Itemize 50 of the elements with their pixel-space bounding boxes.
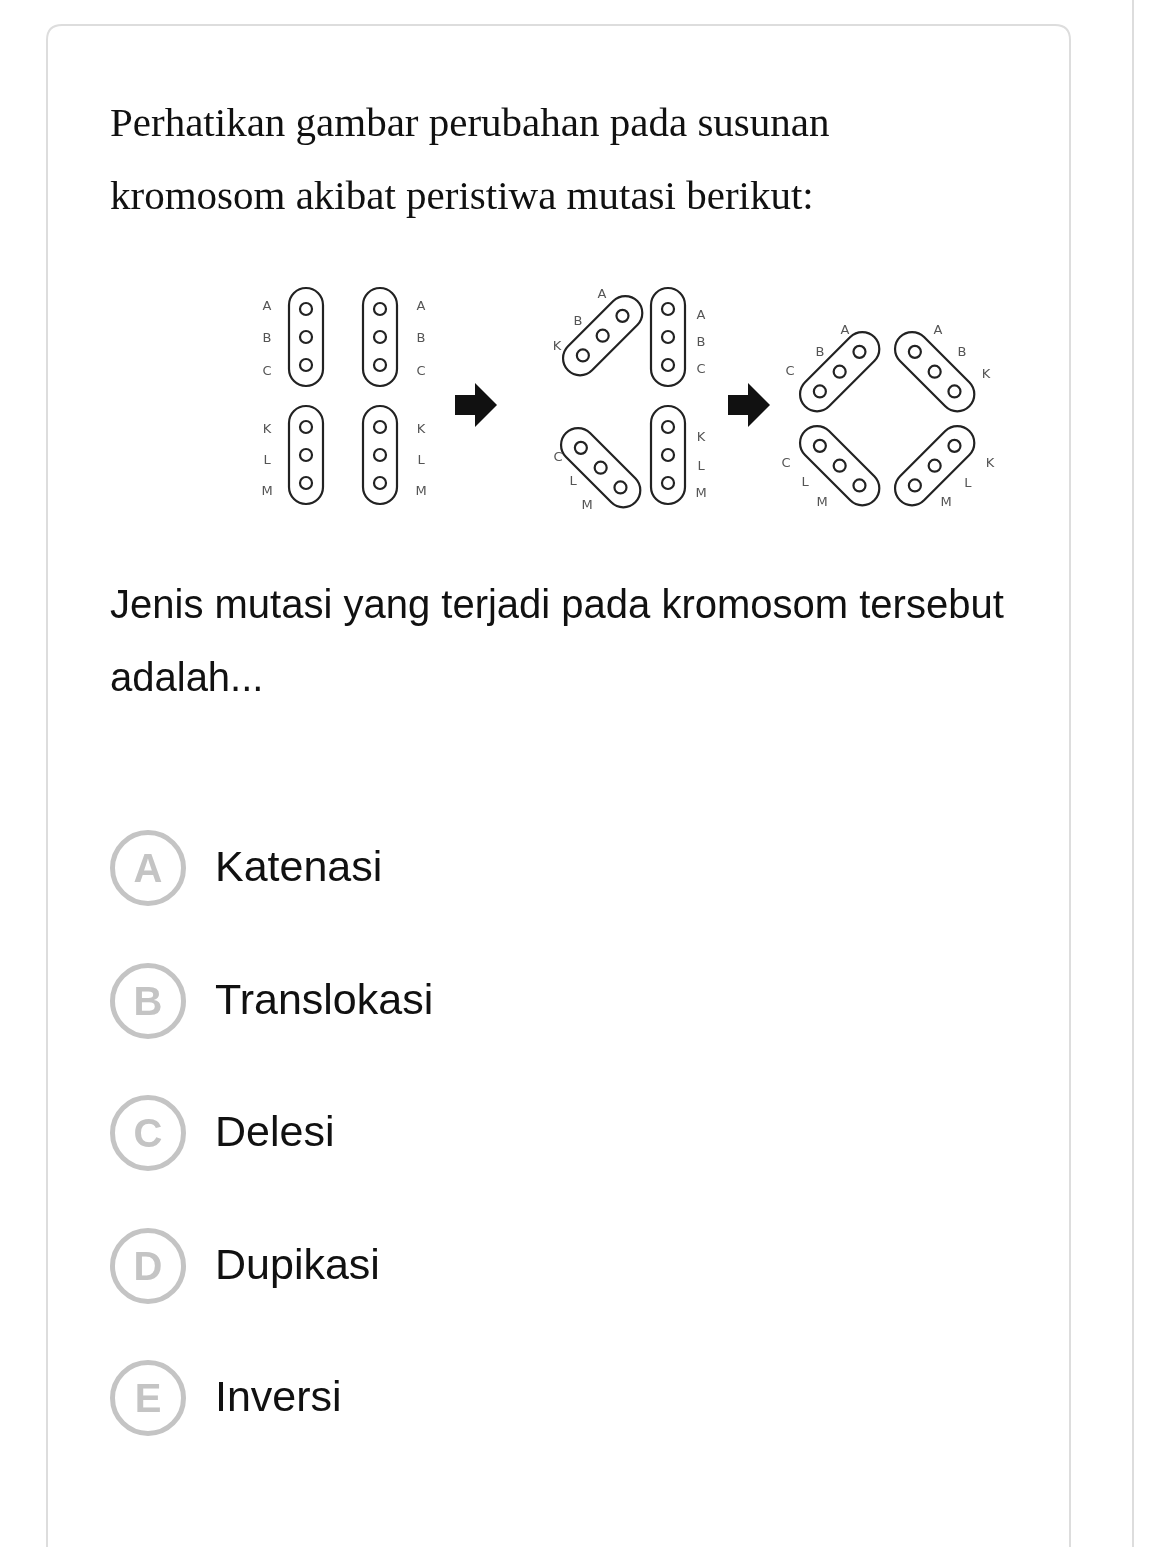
gene-label: L — [263, 452, 271, 466]
option-letter: A — [110, 830, 186, 906]
gene-label: K — [416, 421, 426, 435]
gene-label: M — [695, 485, 707, 499]
gene-label: C — [416, 363, 426, 377]
block-arrow — [728, 383, 770, 427]
question-text: Jenis mutasi yang terjadi pada kromosom tersebut adalah... — [110, 581, 1005, 701]
option-text: Translokasi — [215, 973, 434, 1025]
gene-label: M — [940, 494, 952, 508]
gene-label: K — [552, 338, 562, 352]
option-letter: D — [110, 1227, 186, 1304]
gene-label: B — [573, 313, 583, 327]
gene-label: K — [262, 421, 272, 435]
gene-label: L — [417, 452, 425, 466]
gene-label: K — [696, 429, 706, 443]
gene-label: M — [261, 483, 273, 497]
option-letter: E — [110, 1360, 186, 1436]
option-letter: B — [110, 962, 186, 1039]
gene-label: L — [697, 458, 705, 472]
option-text: Dupikasi — [215, 1238, 380, 1290]
option-text: Inversi — [215, 1371, 342, 1422]
gene-label: A — [933, 322, 943, 336]
gene-label: A — [840, 322, 850, 336]
gene-label: M — [581, 497, 593, 511]
gene-label: B — [696, 334, 706, 348]
gene-label: B — [416, 330, 426, 344]
gene-label: A — [696, 307, 706, 321]
option-text: Delesi — [215, 1106, 335, 1157]
gene-label: C — [781, 455, 791, 469]
gene-label: C — [553, 449, 563, 463]
gene-label: A — [262, 298, 272, 312]
option-text: Katenasi — [215, 841, 383, 892]
question-text: Perhatikan gambar perubahan pada susunan kromosom akibat peristiwa mutasi berikut: — [110, 98, 831, 220]
gene-label: L — [569, 473, 577, 487]
gene-label: B — [957, 344, 967, 358]
gene-label: M — [816, 494, 828, 508]
gene-label: K — [985, 455, 995, 469]
option-letter: C — [110, 1095, 186, 1171]
gene-label: L — [801, 474, 809, 488]
gene-label: B — [815, 344, 825, 358]
block-arrow — [455, 383, 497, 427]
gene-label: M — [415, 483, 427, 497]
gene-label: C — [696, 361, 706, 375]
gene-label: C — [785, 363, 795, 377]
gene-label: B — [262, 330, 272, 344]
gene-label: C — [262, 363, 272, 377]
gene-label: K — [981, 366, 991, 380]
gene-label: A — [597, 286, 607, 300]
gene-label: L — [964, 475, 972, 489]
gene-label: A — [416, 298, 426, 312]
